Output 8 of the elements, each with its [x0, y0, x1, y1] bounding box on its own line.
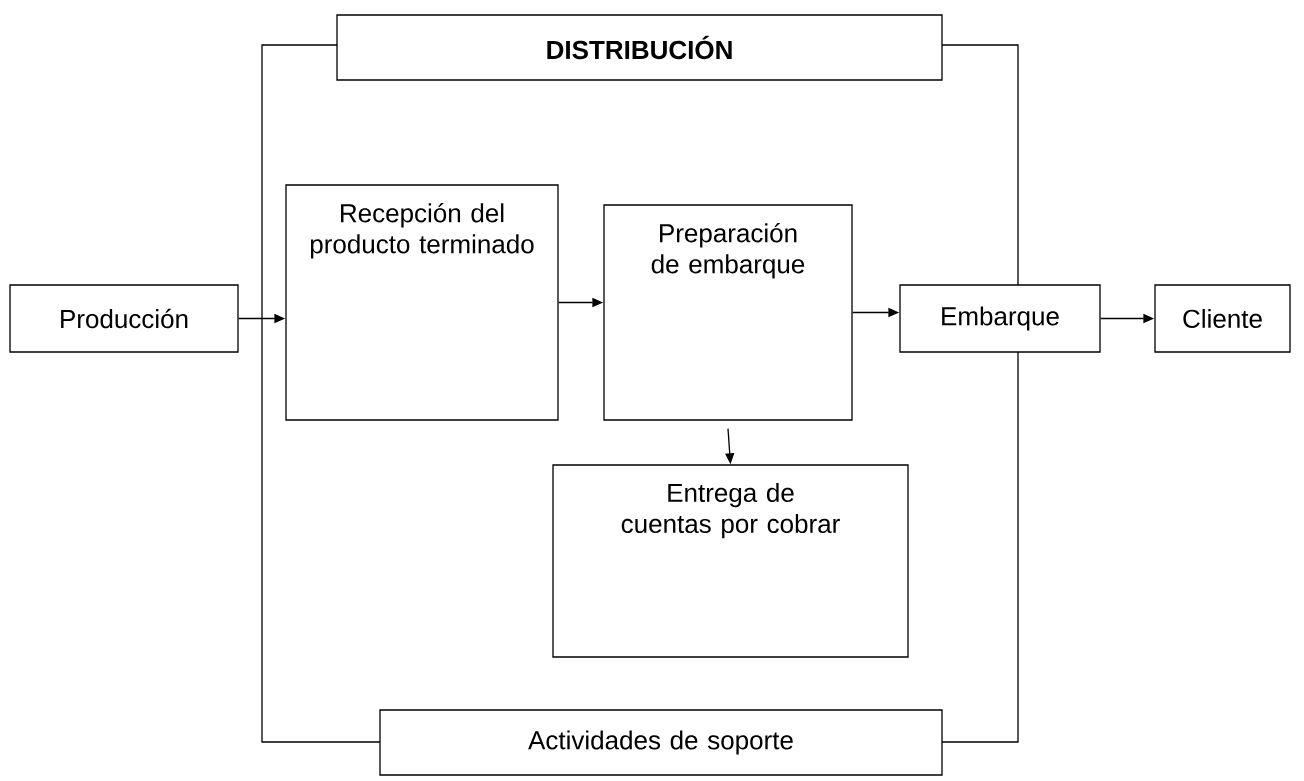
process-box: Preparación de embarque [603, 204, 853, 421]
process-box: Producción [9, 284, 239, 353]
process-box: Embarque [899, 284, 1101, 353]
support-box: Actividades de soporte [379, 709, 943, 776]
process-box: Cliente [1154, 284, 1291, 353]
process-box: Recepción del producto terminado [285, 184, 559, 421]
process-box: Entrega de cuentas por cobrar [552, 464, 909, 658]
title-box: DISTRIBUCIÓN [336, 14, 943, 81]
